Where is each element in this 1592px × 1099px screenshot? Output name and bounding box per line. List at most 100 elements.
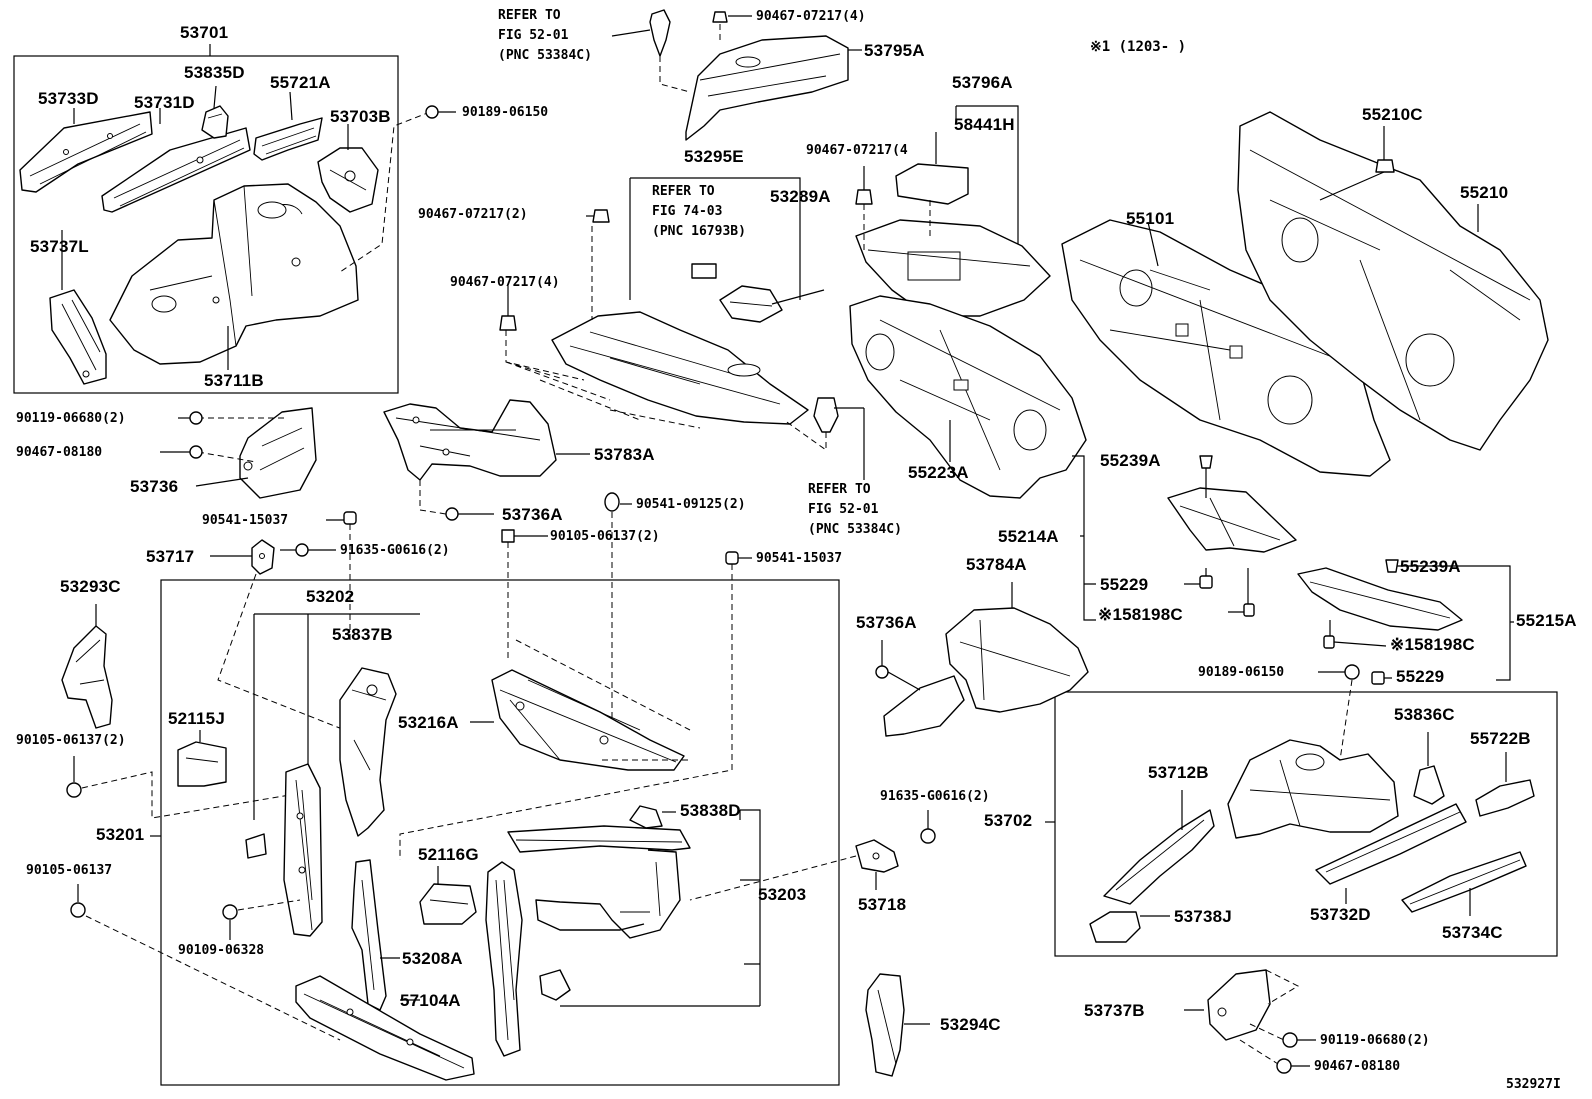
- part-label-53736A-mid[interactable]: 53736A: [502, 505, 563, 524]
- part-label-52116G[interactable]: 52116G: [418, 845, 479, 864]
- part-label-53717[interactable]: 53717: [146, 547, 195, 566]
- bolt-90119-06680-right: [1282, 1032, 1298, 1048]
- fastener-label-90467-07217-2[interactable]: 90467-07217(2): [418, 207, 528, 222]
- fastener-label-90467-08180-left[interactable]: 90467-08180: [16, 445, 103, 460]
- fastener-label-91635-G0616-b[interactable]: 91635-G0616(2): [880, 789, 990, 804]
- part-label-53737B[interactable]: 53737B: [1084, 1001, 1145, 1020]
- group-label-53203[interactable]: 53203: [758, 885, 807, 904]
- part-55214A-shape: [1167, 487, 1297, 553]
- part-label-53718[interactable]: 53718: [858, 895, 907, 914]
- fastener-label-90541-09125[interactable]: 90541-09125(2): [636, 497, 746, 512]
- part-label-53838D[interactable]: 53838D: [680, 801, 741, 820]
- part-label-55223A[interactable]: 55223A: [908, 463, 969, 482]
- part-label-52115J[interactable]: 52115J: [168, 709, 225, 728]
- fastener-label-90105-06137-mid[interactable]: 90105-06137(2): [550, 529, 660, 544]
- part-label-53837B[interactable]: 53837B: [332, 625, 393, 644]
- bolt-90189-06150-top: [425, 105, 456, 119]
- fastener-label-90119-06680-right[interactable]: 90119-06680(2): [1320, 1033, 1430, 1048]
- fastener-label-90467-07217-top[interactable]: 90467-07217(4): [756, 9, 866, 24]
- fastener-label-90105-06137-bottom[interactable]: 90105-06137: [26, 863, 113, 878]
- part-53738J-shape: [1089, 911, 1141, 943]
- reference-note-3[interactable]: REFER TO FIG 52-01 (PNC 53384C): [808, 482, 902, 537]
- part-label-53738J[interactable]: 53738J: [1174, 907, 1232, 926]
- part-label-53783A[interactable]: 53783A: [594, 445, 655, 464]
- part-label-58441H[interactable]: 58441H: [954, 115, 1015, 134]
- fastener-label-90541-15037-b[interactable]: 90541-15037: [756, 551, 843, 566]
- bolt-90467-07217-4-right: [855, 189, 873, 205]
- group-label-53796A[interactable]: 53796A: [952, 73, 1013, 92]
- part-label-53293C[interactable]: 53293C: [60, 577, 121, 596]
- part-53837B-shape: [339, 667, 397, 837]
- part-label-53289A[interactable]: 53289A: [770, 187, 831, 206]
- part-label-53294C[interactable]: 53294C: [940, 1015, 1001, 1034]
- group-box-53201: [160, 579, 840, 1086]
- part-label-55721A[interactable]: 55721A: [270, 73, 331, 92]
- part-label-55722B[interactable]: 55722B: [1470, 729, 1531, 748]
- part-label-53733D[interactable]: 53733D: [38, 89, 99, 108]
- group-label-53702[interactable]: 53702: [984, 811, 1033, 830]
- part-label-58198C-a[interactable]: ※158198C: [1098, 605, 1183, 624]
- bolt-90467-07217-2: [592, 209, 610, 223]
- part-label-55239A-a[interactable]: 55239A: [1100, 451, 1161, 470]
- part-53838D-shape: [629, 805, 663, 829]
- part-label-53731D[interactable]: 53731D: [134, 93, 195, 112]
- part-label-53836C[interactable]: 53836C: [1394, 705, 1455, 724]
- part-55101-shape: [1061, 219, 1391, 477]
- part-53711B-right-shape: [1227, 739, 1399, 839]
- part-label-55210C[interactable]: 55210C: [1362, 105, 1423, 124]
- part-53737B-shape: [1207, 969, 1271, 1041]
- part-label-53216A[interactable]: 53216A: [398, 713, 459, 732]
- part-label-55239A-b[interactable]: 55239A: [1400, 557, 1461, 576]
- part-label-55101[interactable]: 55101: [1126, 209, 1175, 228]
- group-label-55214A[interactable]: 55214A: [998, 527, 1059, 546]
- part-label-53835D[interactable]: 53835D: [184, 63, 245, 82]
- bolt-90105-06137-bottom: [70, 902, 86, 918]
- fastener-label-90109-06328[interactable]: 90109-06328: [178, 943, 265, 958]
- part-53783A-shape: [383, 399, 557, 481]
- fastener-label-90467-07217-4[interactable]: 90467-07217(4): [450, 275, 560, 290]
- grommet-90541-15037-b: [725, 551, 739, 565]
- part-53718-shape: [855, 839, 899, 873]
- clip-58198C-b: [1323, 635, 1335, 649]
- part-label-53711B[interactable]: 53711B: [204, 371, 264, 390]
- part-53216A-shape: [491, 669, 685, 771]
- group-label-55215A[interactable]: 55215A: [1516, 611, 1577, 630]
- part-label-55229-b[interactable]: 55229: [1396, 667, 1445, 686]
- part-label-53784A[interactable]: 53784A: [966, 555, 1027, 574]
- reference-note-1[interactable]: REFER TO FIG 52-01 (PNC 53384C): [498, 8, 592, 63]
- part-label-55210[interactable]: 55210: [1460, 183, 1509, 202]
- fastener-label-91635-G0616-a[interactable]: 91635-G0616(2): [340, 543, 450, 558]
- part-label-53732D[interactable]: 53732D: [1310, 905, 1371, 924]
- fastener-label-90467-07217-right[interactable]: 90467-07217(4: [806, 143, 908, 158]
- part-53734C-shape: [1401, 851, 1527, 913]
- bolt-90105-06137-left: [66, 782, 82, 798]
- part-53202-pillar: [283, 763, 323, 937]
- fastener-label-90541-15037-a[interactable]: 90541-15037: [202, 513, 289, 528]
- part-label-57104A[interactable]: 57104A: [400, 991, 461, 1010]
- group-label-53701[interactable]: 53701: [180, 23, 229, 42]
- fastener-label-90119-06680-left[interactable]: 90119-06680(2): [16, 411, 126, 426]
- fastener-label-90189-06150-right[interactable]: 90189-06150: [1198, 665, 1285, 680]
- fastener-label-90467-08180-right[interactable]: 90467-08180: [1314, 1059, 1401, 1074]
- part-label-53736A-right[interactable]: 53736A: [856, 613, 917, 632]
- group-label-53295E[interactable]: 53295E: [684, 147, 744, 166]
- part-label-53208A[interactable]: 53208A: [402, 949, 463, 968]
- part-53712B-shape: [1103, 809, 1215, 905]
- part-label-53712B[interactable]: 53712B: [1148, 763, 1209, 782]
- fastener-label-90189-06150-top[interactable]: 90189-06150: [462, 105, 549, 120]
- reference-note-2[interactable]: REFER TO FIG 74-03 (PNC 16793B): [652, 184, 746, 239]
- part-label-53736[interactable]: 53736: [130, 477, 179, 496]
- part-label-53737L[interactable]: 53737L: [30, 237, 89, 256]
- part-label-58198C-b[interactable]: ※158198C: [1390, 635, 1475, 654]
- part-label-55229-a[interactable]: 55229: [1100, 575, 1149, 594]
- fastener-label-90105-06137-left[interactable]: 90105-06137(2): [16, 733, 126, 748]
- part-label-53795A[interactable]: 53795A: [864, 41, 925, 60]
- part-label-53734C[interactable]: 53734C: [1442, 923, 1503, 942]
- bolt-53736A-right: [875, 665, 889, 679]
- part-label-53703B[interactable]: 53703B: [330, 107, 391, 126]
- bolt-53736A-mid: [445, 507, 459, 521]
- bolt-90105-06137-mid: [501, 529, 515, 543]
- clip-55210C: [1375, 159, 1395, 173]
- group-label-53201[interactable]: 53201: [96, 825, 145, 844]
- group-label-53202[interactable]: 53202: [306, 587, 355, 606]
